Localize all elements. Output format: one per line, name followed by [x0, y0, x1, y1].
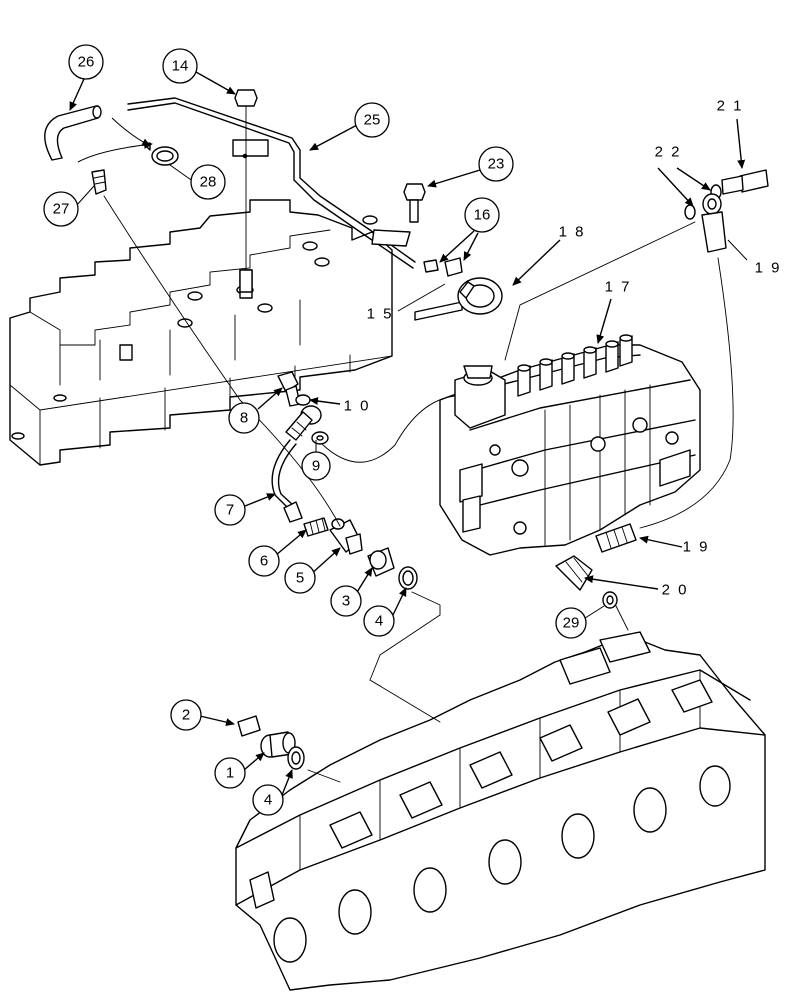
rocker-bosses — [329, 679, 713, 849]
banjo-21-22-19 — [684, 169, 769, 253]
routing-lines — [103, 195, 734, 783]
delivery-valves — [517, 334, 633, 397]
callout-2: 2 — [170, 699, 202, 731]
callout-27: 27 — [43, 191, 79, 227]
callout-1-text: 1 — [226, 765, 234, 782]
callout-8-text: 8 — [240, 410, 248, 427]
o-ring-29 — [602, 591, 618, 609]
connector-6 — [303, 517, 329, 537]
callout-29: 29 — [555, 607, 587, 639]
fitting-19-lower — [595, 523, 637, 553]
label-22: 2 2 — [655, 144, 682, 161]
callout-5: 5 — [284, 562, 316, 594]
elbow-20 — [555, 555, 593, 591]
label-15: 1 5 — [367, 306, 394, 323]
callout-9: 9 — [301, 451, 331, 481]
label-20: 2 0 — [662, 582, 689, 599]
callout-29-text: 29 — [563, 615, 580, 632]
aneroid-18 — [414, 277, 503, 321]
callout-25-text: 25 — [364, 112, 381, 129]
bolt-23 — [403, 183, 426, 223]
callout-26: 26 — [68, 44, 104, 80]
label-15-text: 1 5 — [367, 306, 394, 323]
callout-7: 7 — [214, 494, 246, 526]
exhaust-ports — [273, 765, 731, 963]
fuel-injection-pump — [439, 334, 701, 556]
install-arrow — [111, 117, 151, 147]
valve-cover — [9, 199, 393, 466]
callout-23: 23 — [478, 146, 514, 182]
label-17: 1 7 — [605, 279, 632, 296]
label-21: 2 1 — [717, 98, 744, 115]
clamp-28 — [144, 142, 179, 166]
label-18-text: 1 8 — [559, 224, 586, 241]
callout-9-text: 9 — [312, 458, 320, 475]
nut-14 — [234, 89, 258, 293]
callout-3: 3 — [330, 585, 362, 617]
label-19-top: 1 9 — [755, 260, 782, 277]
install-arrow — [77, 140, 153, 163]
callout-23-text: 23 — [488, 156, 505, 173]
callout-28-text: 28 — [200, 174, 217, 191]
callout-16: 16 — [464, 197, 500, 233]
callout-16-text: 16 — [474, 207, 491, 224]
label-22-text: 2 2 — [655, 144, 682, 161]
callout-6-text: 6 — [260, 553, 268, 570]
callout-27-text: 27 — [53, 201, 70, 218]
callout-4-lower: 4 — [252, 784, 284, 816]
label-21-text: 2 1 — [717, 98, 744, 115]
breather-tube — [127, 97, 416, 269]
adapter-3 — [367, 547, 395, 577]
callout-5-text: 5 — [296, 570, 304, 587]
hose-26 — [44, 105, 102, 161]
callout-26-text: 26 — [78, 54, 95, 71]
o-ring-4-lower — [287, 746, 305, 770]
label-19-top-text: 1 9 — [755, 260, 782, 277]
callout-14-text: 14 — [172, 58, 189, 75]
label-19-lower: 1 9 — [683, 539, 710, 556]
callout-6: 6 — [248, 545, 280, 577]
callout-28: 28 — [190, 164, 226, 200]
callout-4-top-text: 4 — [375, 613, 383, 630]
plug-2 — [237, 715, 261, 737]
label-19-lower-text: 1 9 — [683, 539, 710, 556]
label-10: 1 0 — [344, 398, 371, 415]
callout-4-lower-text: 4 — [264, 792, 272, 809]
label-18: 1 8 — [559, 224, 586, 241]
callout-1: 1 — [214, 757, 246, 789]
callout-7-text: 7 — [226, 502, 234, 519]
callout-14: 14 — [162, 48, 198, 84]
fuel-line-7 — [271, 439, 303, 523]
callout-25: 25 — [354, 102, 390, 138]
nuts-16 — [423, 257, 463, 277]
cylinder-head — [235, 631, 766, 991]
callout-4-top: 4 — [363, 605, 395, 637]
callout-3-text: 3 — [342, 593, 350, 610]
callout-8: 8 — [228, 402, 260, 434]
banjo-fitting-9 — [285, 405, 322, 441]
tee-fitting-5 — [329, 518, 363, 555]
callout-2-text: 2 — [182, 707, 190, 724]
o-ring-4-top — [398, 566, 418, 590]
plug-1 — [260, 731, 296, 758]
elbow-27 — [91, 169, 107, 195]
label-17-text: 1 7 — [605, 279, 632, 296]
leader-lines — [69, 71, 748, 796]
label-20-text: 2 0 — [662, 582, 689, 599]
label-10-text: 1 0 — [344, 398, 371, 415]
